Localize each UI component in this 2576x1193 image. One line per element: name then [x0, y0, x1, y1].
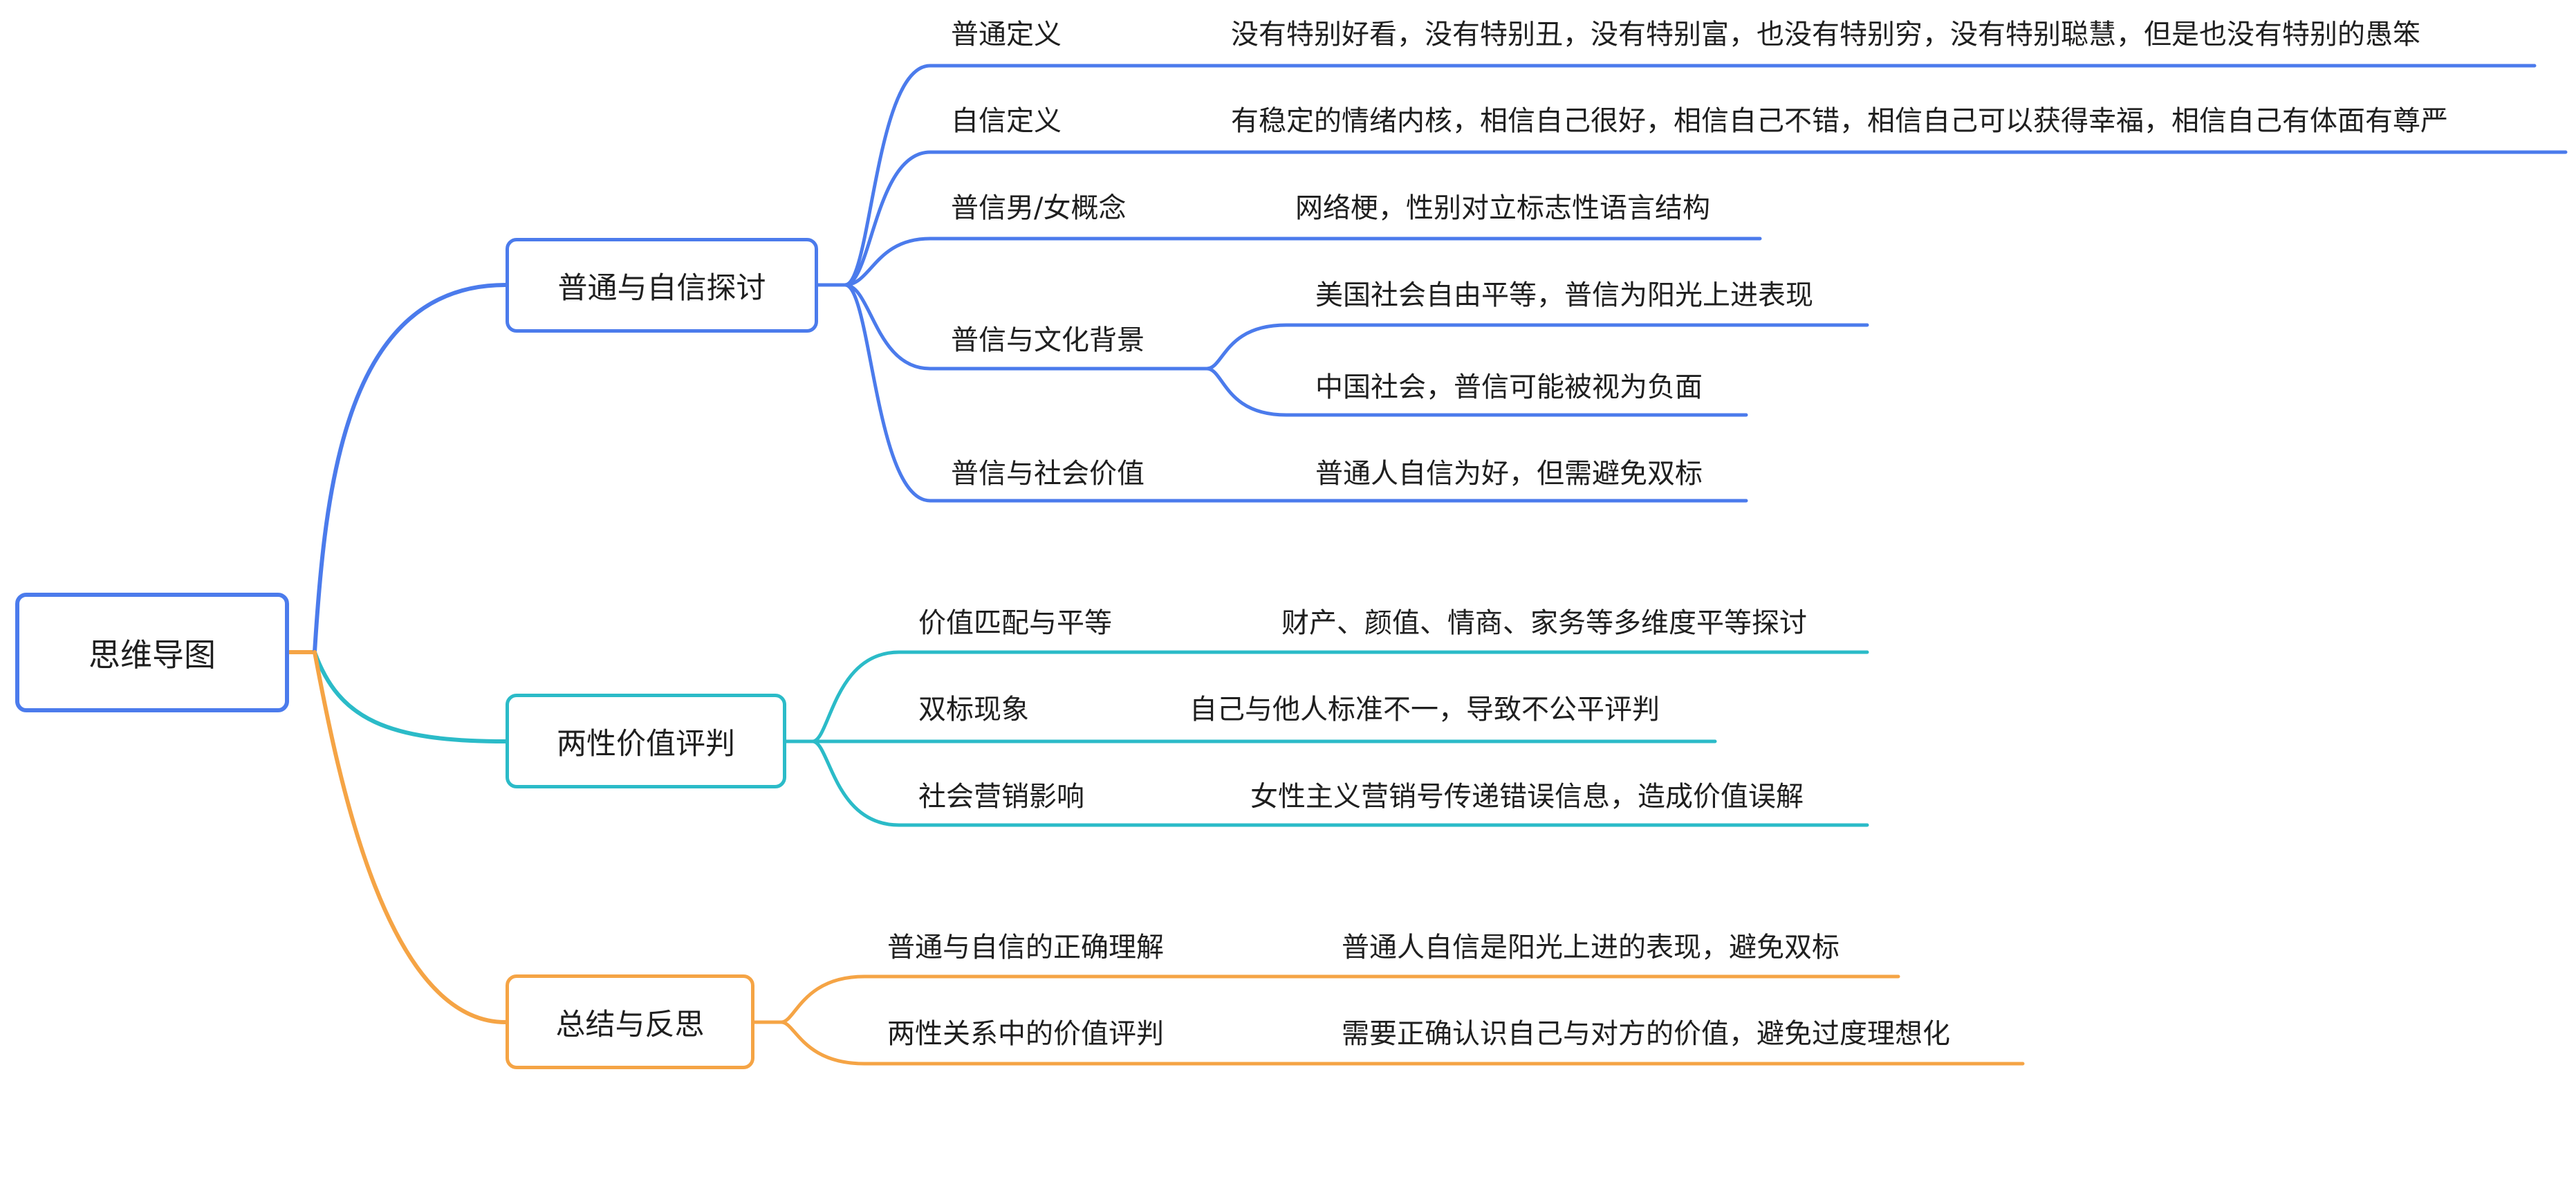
topic-underline [810, 650, 1869, 743]
topic-underline [843, 150, 2568, 287]
detail-label[interactable]: 财产、颜值、情商、家务等多维度平等探讨 [1281, 607, 1807, 639]
branch-node-gender-value[interactable]: 两性价值评判 [506, 694, 786, 788]
detail-label[interactable]: 需要正确认识自己与对方的价值，避免过度理想化 [1342, 1018, 1950, 1050]
branch-node-self-confidence[interactable]: 普通与自信探讨 [506, 238, 818, 333]
topic-underline [779, 1020, 2025, 1066]
root-to-branch-line [313, 283, 508, 654]
topic-label[interactable]: 价值匹配与平等 [918, 607, 1112, 639]
topic-label[interactable]: 普信男/女概念 [951, 192, 1127, 224]
topic-label[interactable]: 双标现象 [918, 694, 1029, 725]
branch-label: 两性价值评判 [557, 726, 735, 761]
topic-label[interactable]: 普通与自信的正确理解 [887, 932, 1164, 963]
detail-label[interactable]: 网络梗，性别对立标志性语言结构 [1295, 192, 1710, 224]
topic-underline [779, 974, 1900, 1024]
branch-label: 总结与反思 [555, 1007, 705, 1042]
root-to-branch-line [313, 650, 508, 743]
topic-underline [843, 283, 1748, 503]
topic-underline [843, 64, 2537, 287]
root-node[interactable]: 思维导图 [15, 593, 289, 712]
detail-label[interactable]: 中国社会，普信可能被视为负面 [1315, 371, 1703, 403]
detail-label[interactable]: 自己与他人标准不一，导致不公平评判 [1189, 694, 1660, 725]
detail-label[interactable]: 女性主义营销号传递错误信息，造成价值误解 [1250, 781, 1804, 813]
detail-label[interactable]: 普通人自信是阳光上进的表现，避免双标 [1342, 932, 1840, 963]
branch-node-summary[interactable]: 总结与反思 [506, 974, 754, 1069]
detail-label[interactable]: 没有特别好看，没有特别丑，没有特别富，也没有特别穷，没有特别聪慧，但是也没有特别… [1231, 19, 2420, 50]
detail-underline [1205, 367, 1748, 417]
detail-label[interactable]: 有稳定的情绪内核，相信自己很好，相信自己不错，相信自己可以获得幸福，相信自己有体… [1231, 105, 2448, 137]
branch-label: 普通与自信探讨 [557, 270, 766, 306]
detail-underline [1205, 323, 1869, 371]
root-node-label: 思维导图 [89, 636, 216, 674]
topic-underline [843, 237, 1762, 287]
topic-label[interactable]: 普信与文化背景 [951, 324, 1145, 356]
topic-label[interactable]: 普通定义 [951, 19, 1062, 50]
root-to-branch-line [313, 650, 508, 1024]
topic-label[interactable]: 普信与社会价值 [951, 458, 1145, 490]
topic-label[interactable]: 两性关系中的价值评判 [887, 1018, 1164, 1050]
topic-label[interactable]: 自信定义 [951, 105, 1062, 137]
topic-underline [810, 739, 1869, 827]
detail-label[interactable]: 普通人自信为好，但需避免双标 [1315, 458, 1703, 490]
detail-label[interactable]: 美国社会自由平等，普信为阳光上进表现 [1315, 279, 1813, 311]
topic-label[interactable]: 社会营销影响 [918, 781, 1084, 813]
topic-underline [843, 283, 1209, 371]
